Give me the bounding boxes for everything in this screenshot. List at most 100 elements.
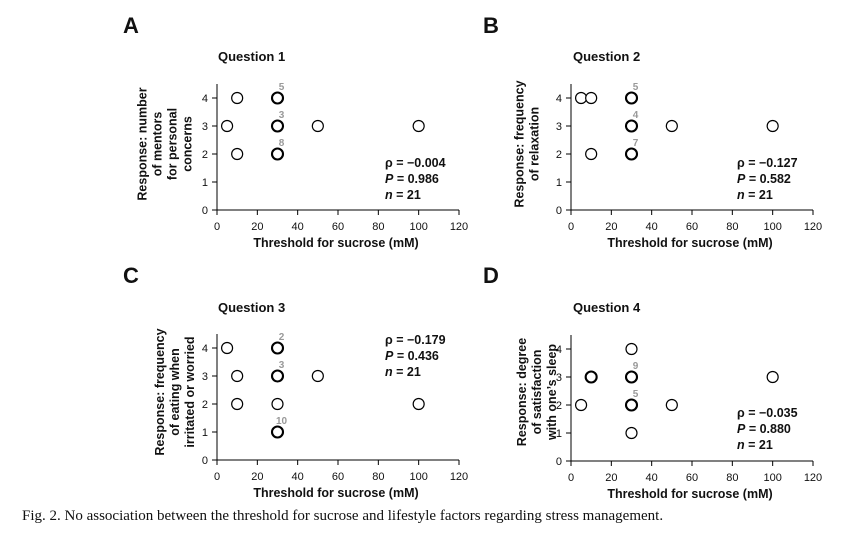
x-tick-label: 120 bbox=[804, 472, 822, 484]
stat-n-value: = 21 bbox=[393, 365, 421, 379]
data-point bbox=[270, 341, 285, 355]
y-axis-label-line: irritated or worried bbox=[183, 336, 197, 447]
x-tick-label: 100 bbox=[409, 221, 427, 233]
data-point bbox=[270, 147, 285, 161]
y-axis-label-line: of eating when bbox=[168, 348, 182, 436]
stat-rho: ρ = −0.127 bbox=[737, 156, 798, 170]
y-axis-label-line: Response: frequency bbox=[153, 328, 167, 455]
data-point bbox=[624, 370, 639, 384]
y-axis-label: Response: degreeof satisfactionwith one’… bbox=[515, 338, 559, 446]
data-point bbox=[624, 398, 639, 412]
stat-p-value: = 0.436 bbox=[393, 349, 439, 363]
data-point bbox=[270, 91, 285, 105]
y-tick-label: 4 bbox=[556, 93, 562, 105]
stat-n-value: = 21 bbox=[393, 188, 421, 202]
point-count-label: 3 bbox=[279, 360, 285, 371]
y-axis-label-line: Response: number bbox=[136, 87, 150, 200]
x-tick-label: 60 bbox=[332, 471, 344, 483]
x-tick-label: 80 bbox=[726, 221, 738, 233]
point-count-label: 10 bbox=[276, 416, 288, 427]
x-tick-label: 0 bbox=[214, 471, 220, 483]
x-tick-label: 100 bbox=[763, 221, 781, 233]
y-axis-label-line: with one’s sleep bbox=[545, 344, 559, 441]
y-tick-label: 2 bbox=[202, 149, 208, 161]
point-count-label: 2 bbox=[279, 332, 285, 343]
x-tick-label: 120 bbox=[450, 471, 468, 483]
y-axis-label: Response: frequencyof eating whenirritat… bbox=[153, 328, 197, 455]
stat-p: P = 0.582 bbox=[737, 172, 791, 186]
data-point bbox=[271, 397, 284, 411]
x-tick-label: 80 bbox=[372, 471, 384, 483]
stat-p-value: = 0.986 bbox=[393, 172, 439, 186]
stat-rho: ρ = −0.004 bbox=[385, 156, 446, 170]
x-tick-label: 60 bbox=[686, 221, 698, 233]
x-tick-label: 0 bbox=[214, 221, 220, 233]
data-point bbox=[574, 91, 588, 105]
y-axis-label-line: Response: degree bbox=[515, 338, 529, 446]
x-tick-label: 20 bbox=[605, 472, 617, 484]
data-point bbox=[766, 119, 779, 133]
data-point bbox=[665, 398, 678, 412]
stat-p-symbol: P bbox=[737, 422, 746, 436]
stat-p-symbol: P bbox=[385, 172, 394, 186]
data-point bbox=[624, 91, 639, 105]
data-point bbox=[625, 342, 638, 356]
x-tick-label: 20 bbox=[251, 221, 263, 233]
stat-rho: ρ = −0.179 bbox=[385, 333, 446, 347]
x-axis-label: Threshold for sucrose (mM) bbox=[607, 487, 772, 501]
data-point bbox=[270, 119, 285, 133]
x-tick-label: 80 bbox=[726, 472, 738, 484]
x-tick-label: 60 bbox=[686, 472, 698, 484]
data-point bbox=[574, 398, 588, 412]
x-tick-label: 40 bbox=[646, 221, 658, 233]
data-point bbox=[270, 425, 285, 439]
x-axis-label: Threshold for sucrose (mM) bbox=[253, 236, 418, 250]
data-point bbox=[584, 370, 598, 384]
y-axis-label-line: Response: frequency bbox=[513, 80, 527, 207]
y-tick-label: 2 bbox=[556, 149, 562, 161]
stat-p: P = 0.880 bbox=[737, 422, 791, 436]
stat-n: n = 21 bbox=[737, 188, 773, 202]
stat-n: n = 21 bbox=[737, 438, 773, 452]
x-tick-label: 120 bbox=[450, 221, 468, 233]
y-axis-label-line: of relaxation bbox=[528, 107, 542, 181]
data-point bbox=[585, 147, 598, 161]
y-axis-label-line: of satisfaction bbox=[530, 350, 544, 435]
y-tick-label: 4 bbox=[202, 93, 208, 105]
y-tick-label: 3 bbox=[202, 371, 208, 383]
point-count-label: 5 bbox=[279, 82, 285, 93]
point-count-label: 5 bbox=[633, 389, 639, 400]
data-point bbox=[270, 369, 285, 383]
y-tick-label: 0 bbox=[202, 205, 208, 217]
y-tick-label: 3 bbox=[202, 121, 208, 133]
x-tick-label: 0 bbox=[568, 472, 574, 484]
y-tick-label: 2 bbox=[202, 399, 208, 411]
y-tick-label: 1 bbox=[556, 428, 562, 440]
point-count-label: 7 bbox=[633, 138, 639, 149]
y-tick-label: 3 bbox=[556, 121, 562, 133]
y-tick-label: 2 bbox=[556, 400, 562, 412]
x-tick-label: 100 bbox=[763, 472, 781, 484]
data-point bbox=[220, 119, 234, 133]
stat-n-symbol: n bbox=[737, 438, 745, 452]
panel-title: Question 1 bbox=[218, 49, 285, 64]
panel-letter: D bbox=[483, 263, 499, 288]
y-tick-label: 3 bbox=[556, 372, 562, 384]
data-point bbox=[585, 91, 598, 105]
stat-p-symbol: P bbox=[385, 349, 394, 363]
y-tick-label: 1 bbox=[202, 427, 208, 439]
y-tick-label: 1 bbox=[202, 177, 208, 189]
y-tick-label: 0 bbox=[556, 456, 562, 468]
x-tick-label: 20 bbox=[251, 471, 263, 483]
stat-n: n = 21 bbox=[385, 365, 421, 379]
y-axis-label: Response: frequencyof relaxation bbox=[513, 80, 542, 207]
stat-n-symbol: n bbox=[385, 188, 393, 202]
data-point bbox=[624, 147, 639, 161]
data-point bbox=[412, 119, 425, 133]
data-point bbox=[412, 397, 425, 411]
y-tick-label: 1 bbox=[556, 177, 562, 189]
